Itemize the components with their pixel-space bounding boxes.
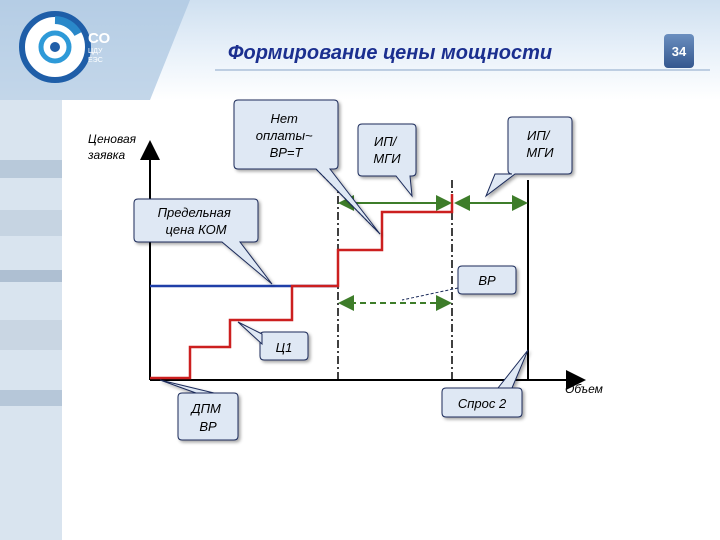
callout-ip-mgi-right — [484, 116, 573, 198]
x-axis-label: Объем — [565, 382, 603, 396]
callout-demand-2 — [441, 349, 529, 418]
callout-c1-text: Ц1 — [276, 340, 293, 355]
logo-text-3: ЕЭС — [88, 57, 103, 64]
callout-price-cap — [133, 198, 273, 285]
callout-no-payment-text: Нет оплаты~ ВР=Т — [256, 111, 317, 160]
callout-dpm-text: ДПМ ВР — [189, 401, 224, 434]
page-title: Формирование цены мощности — [228, 42, 552, 64]
left-photo-strip — [0, 100, 62, 540]
callout-vr — [457, 265, 517, 295]
callout-ip-mgi-right-text: ИП/ МГИ — [526, 128, 554, 160]
supply-curve — [150, 194, 454, 380]
logo-text-1: СО — [88, 30, 110, 47]
callout-price-cap-text: Предельная цена КОМ — [158, 205, 235, 237]
callout-c1 — [237, 321, 309, 361]
callout-demand-2-text: Спрос 2 — [458, 396, 507, 411]
company-logo: СО ЦДУ ЕЭС — [19, 11, 110, 83]
callout-no-payment — [233, 99, 381, 235]
page-number: 34 — [672, 44, 687, 59]
header-band — [0, 0, 720, 100]
callout-ip-mgi-left — [357, 123, 417, 198]
page-number-badge: 34 — [664, 34, 694, 68]
callout-dpm — [159, 379, 239, 441]
logo-text-2: ЦДУ — [88, 48, 103, 55]
callout-vr-text: ВР — [478, 273, 496, 288]
y-axis-label: Ценовая заявка — [87, 132, 139, 162]
callout-ip-mgi-left-text: ИП/ МГИ — [373, 134, 401, 166]
